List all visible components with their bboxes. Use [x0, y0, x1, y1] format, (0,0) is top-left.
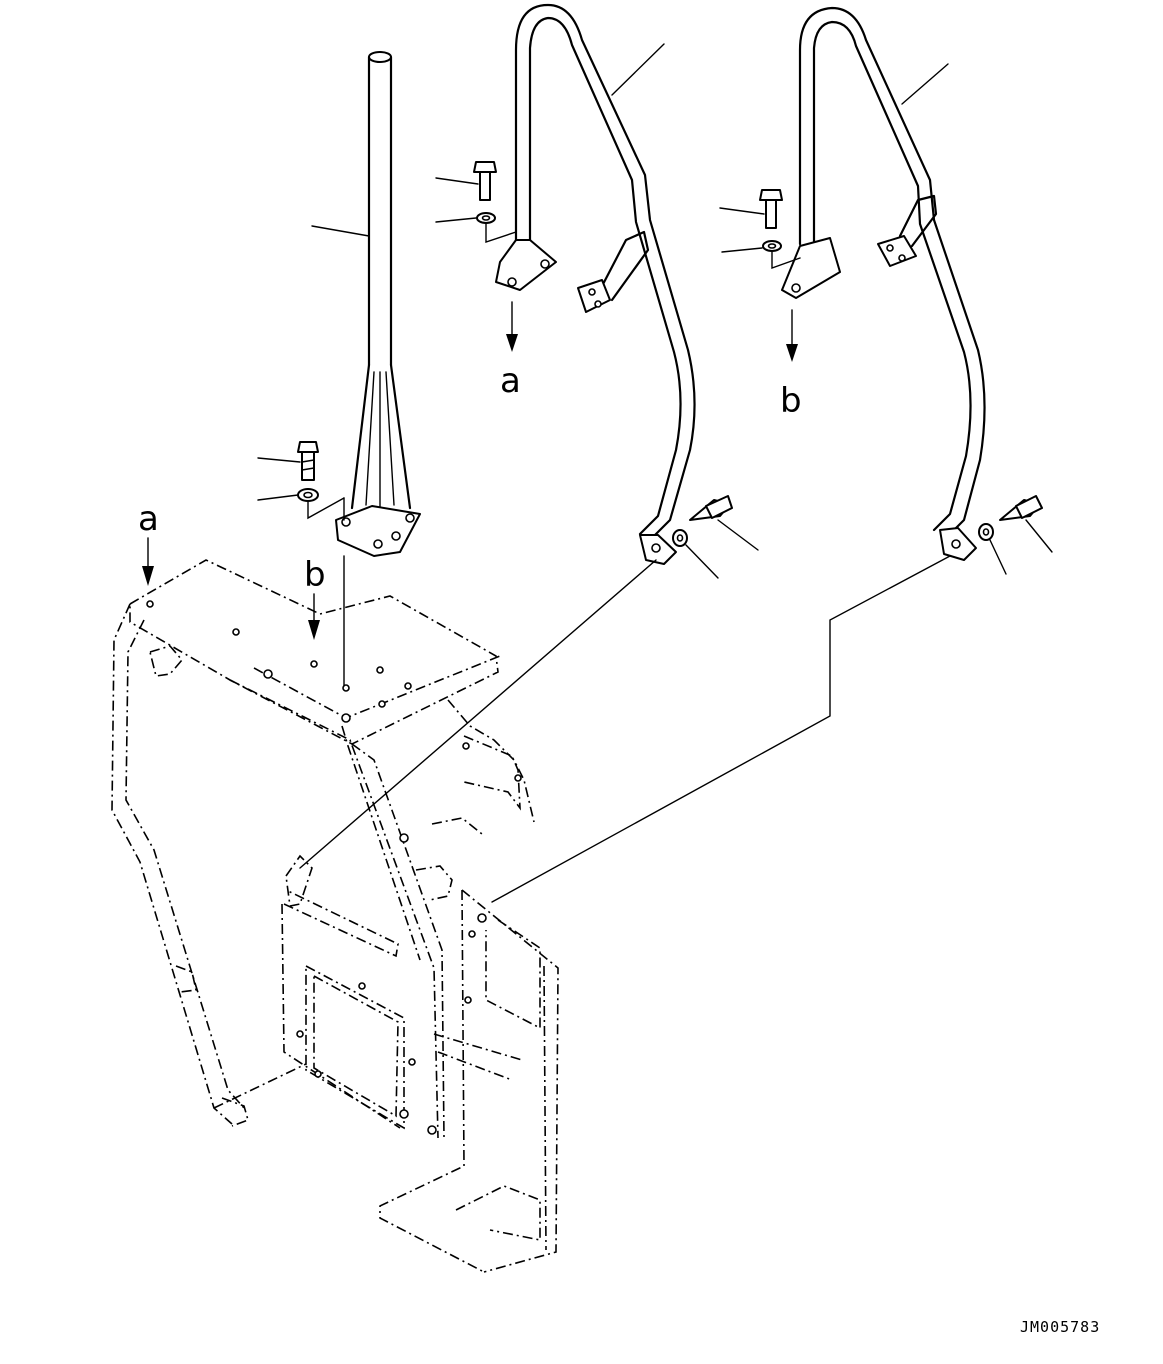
ref-label-a-frame: a — [138, 499, 159, 539]
handrail-b-bolt-icon — [719, 189, 783, 229]
post-washer-icon — [257, 488, 345, 520]
handrail-a-bolt-icon — [435, 161, 497, 201]
leader-line-b — [491, 555, 951, 903]
arrow-frame-a: a — [138, 499, 159, 586]
ref-label-b-frame: b — [304, 555, 326, 595]
leader-line-a — [299, 559, 657, 869]
arrow-frame-b: b — [304, 555, 326, 640]
ref-label-b-top: b — [780, 381, 802, 421]
handrail-a-lower-bolt-icon — [672, 495, 759, 579]
handrail-b-washer-icon — [721, 240, 801, 269]
handrail-a — [495, 3, 696, 565]
arrow-to-b: b — [780, 309, 802, 421]
arrow-to-a: a — [500, 301, 521, 401]
drawing-code: JM005783 — [1020, 1318, 1100, 1336]
ref-label-a-top: a — [500, 361, 521, 401]
handrail-b-lower-bolt-icon — [978, 495, 1053, 575]
handrail-a-washer-icon — [435, 212, 517, 243]
handrail-b — [781, 6, 986, 561]
post-bolt-icon — [257, 441, 319, 481]
vertical-post — [311, 51, 421, 689]
cab-frame — [111, 559, 559, 1273]
